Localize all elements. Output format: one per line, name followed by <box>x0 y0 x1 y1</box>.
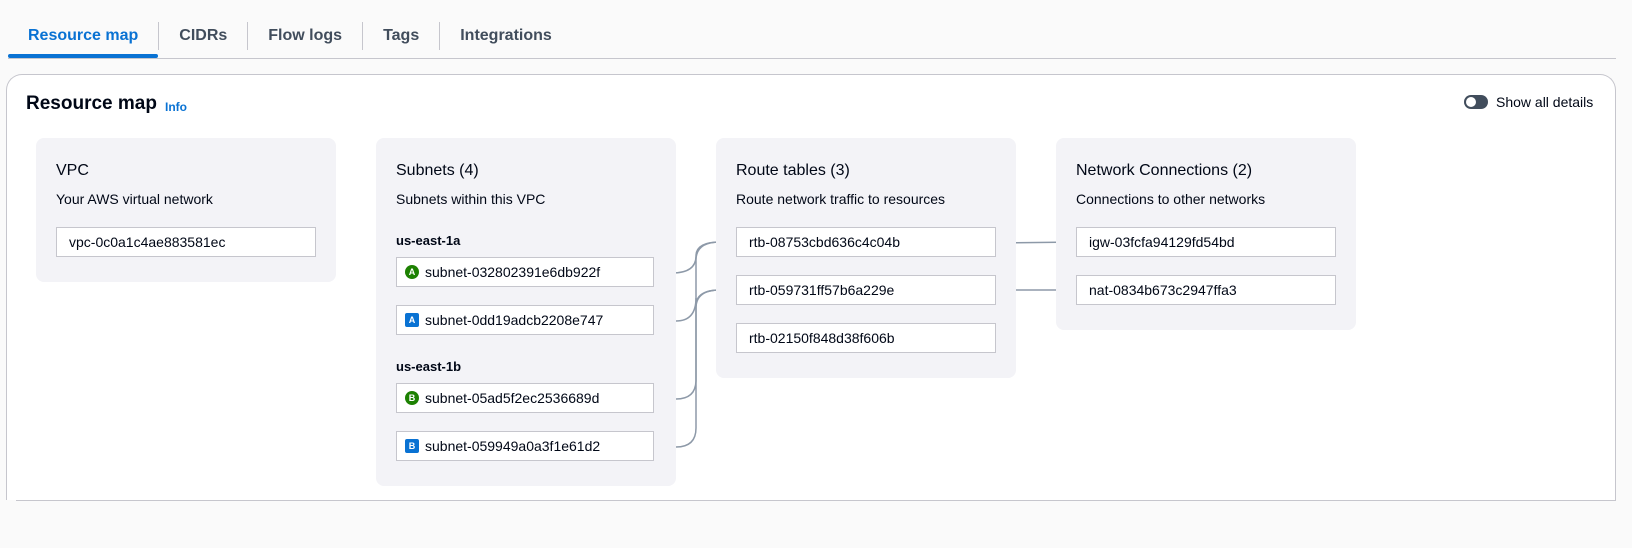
info-link[interactable]: Info <box>165 100 187 114</box>
show-all-details-toggle[interactable] <box>1464 95 1488 109</box>
tab-bar: Resource map CIDRs Flow logs Tags Integr… <box>8 16 572 58</box>
tab-divider <box>158 22 160 50</box>
route-tables-panel: Route tables (3) Route network traffic t… <box>716 138 1016 378</box>
az-label: us-east-1a <box>396 233 461 248</box>
route-table-item[interactable]: rtb-02150f848d38f606b <box>736 323 996 353</box>
internet-gateway-item[interactable]: igw-03fcfa94129fd54bd <box>1076 227 1336 257</box>
section-title: Resource map <box>26 93 157 114</box>
private-subnet-icon: A <box>405 313 419 327</box>
route-tables-panel-subtitle: Route network traffic to resources <box>736 191 946 207</box>
vpc-panel-title: VPC <box>56 162 89 179</box>
route-table-item[interactable]: rtb-08753cbd636c4c04b <box>736 227 996 257</box>
tab-integrations[interactable]: Integrations <box>460 27 552 44</box>
route-tables-panel-title: Route tables (3) <box>736 162 850 179</box>
subnet-id: subnet-05ad5f2ec2536689d <box>425 390 600 406</box>
subnet-item[interactable]: B subnet-05ad5f2ec2536689d <box>396 383 654 413</box>
subnet-id: subnet-032802391e6db922f <box>425 264 601 280</box>
tab-divider <box>439 22 441 50</box>
subnets-panel-title: Subnets (4) <box>396 162 479 179</box>
subnet-item[interactable]: A subnet-0dd19adcb2208e747 <box>396 305 654 335</box>
tab-resource-map[interactable]: Resource map <box>8 16 159 58</box>
tab-tags[interactable]: Tags <box>383 27 420 44</box>
tab-flow-logs[interactable]: Flow logs <box>268 27 343 44</box>
subnet-id: subnet-0dd19adcb2208e747 <box>425 312 604 328</box>
tabs-underline <box>8 58 1616 59</box>
show-all-details-label: Show all details <box>1496 94 1594 110</box>
private-subnet-icon: B <box>405 439 419 453</box>
network-connections-panel: Network Connections (2) Connections to o… <box>1056 138 1356 330</box>
public-subnet-icon: A <box>405 265 419 279</box>
tab-divider <box>247 22 249 50</box>
subnets-panel-subtitle: Subnets within this VPC <box>396 191 546 207</box>
az-label: us-east-1b <box>396 359 462 374</box>
subnet-item[interactable]: B subnet-059949a0a3f1e61d2 <box>396 431 654 461</box>
vpc-panel-subtitle: Your AWS virtual network <box>56 191 213 207</box>
tab-cidrs[interactable]: CIDRs <box>179 27 228 44</box>
network-connections-panel-subtitle: Connections to other networks <box>1076 191 1266 207</box>
subnets-panel: Subnets (4) Subnets within this VPC us-e… <box>376 138 676 486</box>
route-table-item[interactable]: rtb-059731ff57b6a229e <box>736 275 996 305</box>
container-bottom-border <box>16 500 1616 501</box>
network-connections-panel-title: Network Connections (2) <box>1076 162 1253 179</box>
nat-gateway-item[interactable]: nat-0834b673c2947ffa3 <box>1076 275 1336 305</box>
public-subnet-icon: B <box>405 391 419 405</box>
subnet-item[interactable]: A subnet-032802391e6db922f <box>396 257 654 287</box>
vpc-resource[interactable]: vpc-0c0a1c4ae883581ec <box>56 227 316 257</box>
subnet-id: subnet-059949a0a3f1e61d2 <box>425 438 601 454</box>
show-all-details-control: Show all details <box>1464 94 1593 110</box>
tab-divider <box>362 22 364 50</box>
vpc-panel: VPC Your AWS virtual network vpc-0c0a1c4… <box>36 138 336 282</box>
